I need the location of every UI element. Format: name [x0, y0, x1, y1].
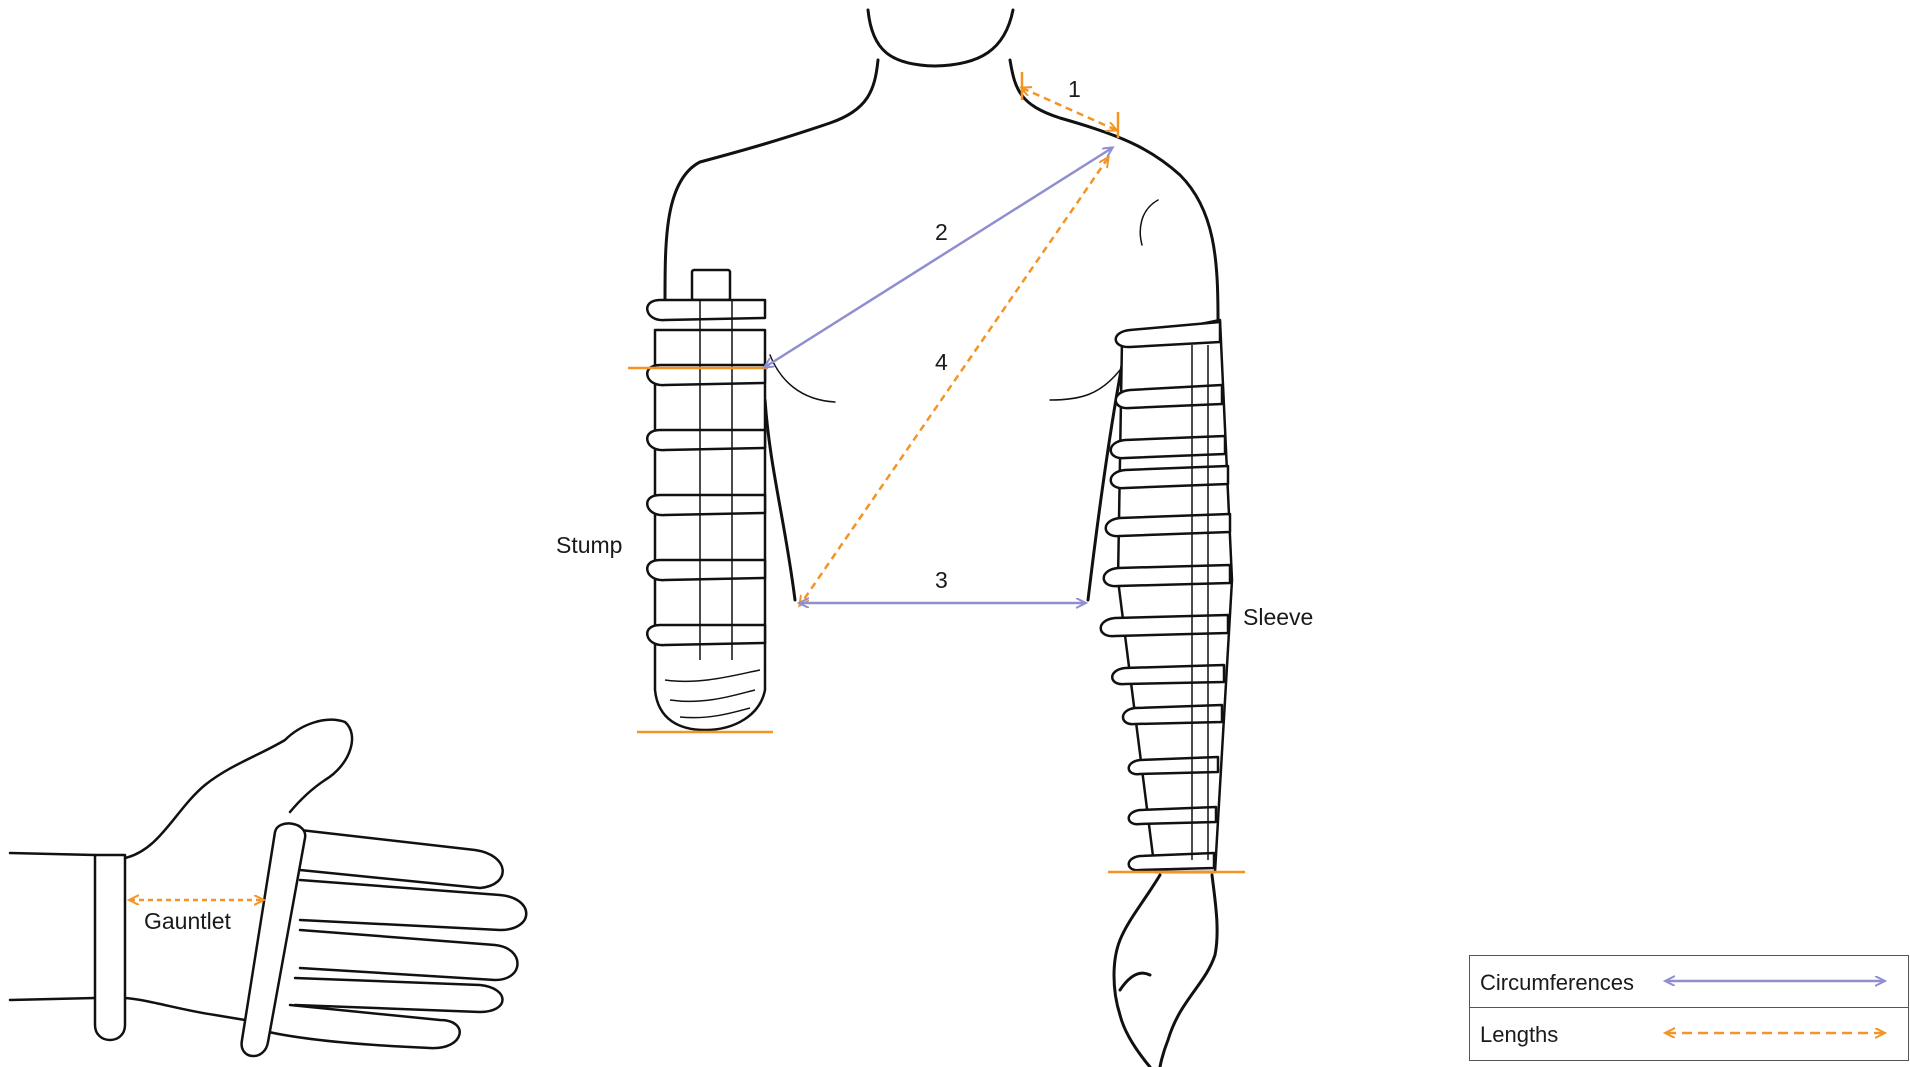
label-stump: Stump	[556, 532, 622, 558]
label-1: 1	[1068, 76, 1081, 102]
arrow-4-length	[800, 158, 1108, 605]
label-4: 4	[935, 349, 948, 375]
sleeve-arm	[1101, 320, 1232, 872]
stump-outline	[655, 330, 765, 730]
legend-label-circumferences: Circumferences	[1480, 970, 1634, 996]
right-armpit	[1050, 370, 1120, 400]
stump-top-tab	[692, 270, 730, 300]
measurement-arrows	[130, 88, 1116, 900]
legend-row-circumferences: Circumferences	[1470, 956, 1908, 1008]
gauntlet-hand	[10, 720, 526, 1056]
label-3: 3	[935, 567, 948, 593]
left-torso-side	[765, 400, 795, 600]
label-2: 2	[935, 219, 948, 245]
head-neck	[868, 10, 1013, 66]
left-neck-shoulder	[665, 60, 878, 300]
right-neck-shoulder	[1010, 60, 1218, 320]
legend-length-arrow	[1658, 1018, 1893, 1048]
legend: Circumferences Lengths	[1469, 955, 1909, 1061]
legend-row-lengths: Lengths	[1470, 1008, 1908, 1060]
legend-label-lengths: Lengths	[1480, 1022, 1558, 1048]
left-armpit	[770, 355, 835, 402]
right-hand	[1114, 875, 1217, 1067]
legend-circumference-arrow	[1658, 966, 1893, 996]
label-gauntlet: Gauntlet	[144, 908, 232, 934]
arrow-2-circumference	[765, 148, 1112, 367]
stump-arm	[647, 270, 765, 730]
right-shoulder-crease	[1140, 200, 1158, 245]
label-sleeve: Sleeve	[1243, 604, 1313, 630]
